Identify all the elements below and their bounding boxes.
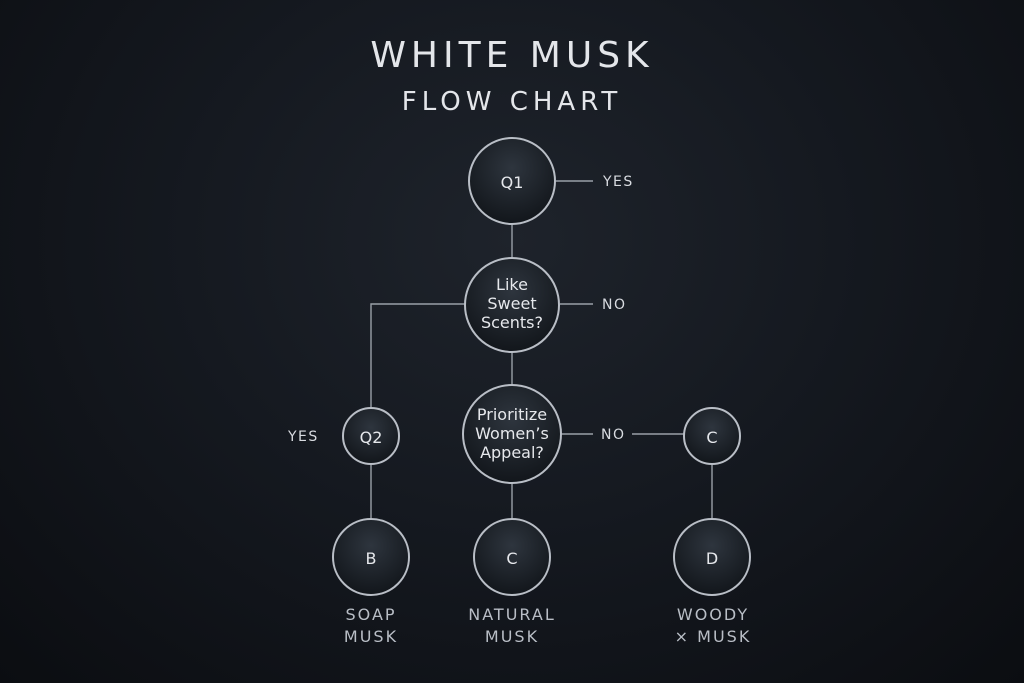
- node-q1: Q1: [468, 137, 556, 225]
- edge-label-sweet-no: NO: [602, 297, 627, 313]
- node-label: Sweet: [487, 294, 536, 313]
- connectors: [370, 180, 713, 519]
- node-label: Scents?: [481, 313, 543, 332]
- node-label: Appeal?: [480, 443, 544, 462]
- result-d-line1: WOODY: [677, 605, 749, 624]
- node-b: B: [332, 518, 410, 596]
- result-b-line2: MUSK: [344, 627, 398, 646]
- node-c-right: C: [683, 407, 741, 465]
- result-c-line1: NATURAL: [468, 605, 555, 624]
- connector-sweet-q2: [370, 303, 465, 408]
- node-prioritize-womens-appeal: Prioritize Women’s Appeal?: [462, 384, 562, 484]
- node-label: D: [706, 549, 718, 568]
- result-d-line2: × MUSK: [675, 627, 752, 646]
- node-label: Women’s: [475, 424, 549, 443]
- result-b-line1: SOAP: [345, 605, 396, 624]
- node-d: D: [673, 518, 751, 596]
- edge-label-prioritize-no: NO: [601, 427, 626, 443]
- chart-subtitle: FLOW CHART: [402, 87, 623, 117]
- chart-title: WHITE MUSK: [370, 35, 653, 76]
- node-label: B: [366, 549, 377, 568]
- node-label: C: [706, 428, 717, 447]
- node-label: Like: [496, 275, 528, 294]
- edge-label-q1-yes: YES: [602, 174, 634, 190]
- node-like-sweet-scents: Like Sweet Scents?: [464, 257, 560, 353]
- node-label: Q2: [360, 428, 383, 447]
- node-label: Q1: [501, 173, 524, 192]
- edge-label-q2-yes: YES: [287, 429, 319, 445]
- node-q2: Q2: [342, 407, 400, 465]
- result-c-line2: MUSK: [485, 627, 539, 646]
- node-c: C: [473, 518, 551, 596]
- node-label: C: [506, 549, 517, 568]
- node-label: Prioritize: [477, 405, 547, 424]
